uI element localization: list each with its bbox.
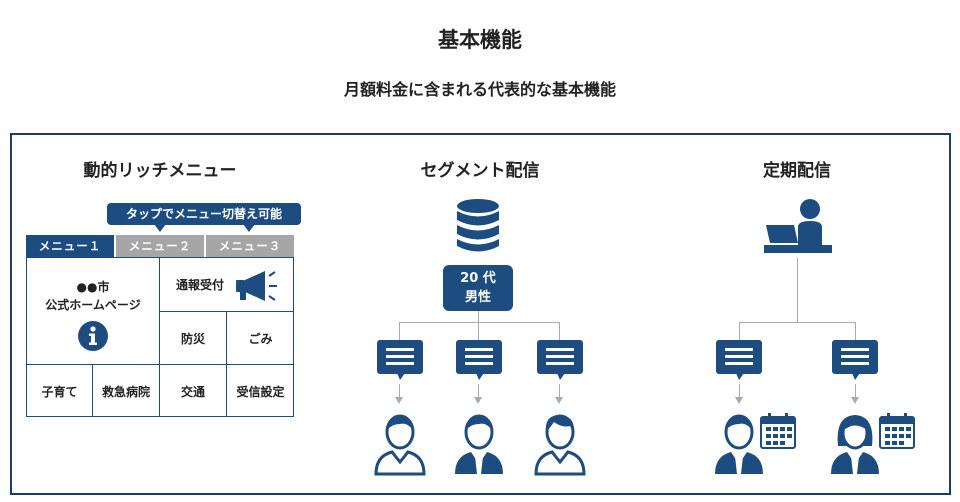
grid-divider [226,364,227,417]
arrow-down [851,397,859,404]
message-icon [832,340,878,380]
scheduled-title: 定期配信 [763,161,831,181]
connector [478,384,479,398]
segment-gender: 男性 [464,290,491,305]
settings-label[interactable]: 受信設定 [236,384,285,399]
connector [399,384,400,398]
city-name: ●●市 [76,279,110,294]
connector [478,311,479,323]
message-icon [537,340,583,380]
operator-laptop-icon [764,199,832,253]
grid-divider [26,364,294,365]
grid-divider [159,257,160,417]
emergency-hospital-label[interactable]: 救急病院 [101,384,150,399]
page-subtitle: 月額料金に含まれる代表的な基本機能 [343,80,616,99]
page-title: 基本機能 [438,28,522,52]
tooltip-pointer-1 [154,224,166,232]
connector [559,384,560,398]
message-icon [377,340,423,380]
rich-menu-grid [26,257,294,417]
person-icon [374,414,426,476]
connector [855,384,856,398]
transport-label[interactable]: 交通 [180,384,205,399]
homepage-label: 公式ホームページ [45,297,141,312]
arrow-down [474,397,482,404]
megaphone-icon [236,271,277,301]
tab-menu-2[interactable]: メニュー２ [116,235,204,257]
childcare-label[interactable]: 子育て [41,384,78,399]
person-icon [715,414,763,474]
message-icon [716,340,762,380]
calendar-icon [760,413,796,449]
grid-divider [92,364,93,417]
features-frame [10,133,951,495]
info-icon[interactable] [78,321,108,351]
connector [797,258,798,323]
tooltip-bubble: タップでメニュー切替え可能 [107,203,301,225]
tooltip-pointer-2 [243,224,255,232]
connector [739,322,740,342]
segment-title: セグメント配信 [420,161,540,181]
tab-menu-1[interactable]: メニュー１ [26,235,114,257]
arrow-down [735,397,743,404]
person-icon [831,415,879,474]
calendar-icon [879,413,915,449]
connector [399,322,400,342]
grid-divider [226,311,227,365]
connector [559,322,560,342]
person-icon [455,414,503,474]
arrow-down [395,397,403,404]
report-label[interactable]: 通報受付 [175,277,224,292]
connector [739,322,856,323]
connector [399,322,560,323]
database-icon [457,199,499,252]
person-icon [534,414,586,476]
segment-tag: 20 代 男性 [443,265,513,311]
disaster-label[interactable]: 防災 [180,331,205,346]
segment-age: 20 代 [460,271,496,286]
garbage-label[interactable]: ごみ [248,331,273,346]
connector [739,384,740,398]
tab-menu-3[interactable]: メニュー３ [206,235,294,257]
connector [855,322,856,342]
connector [478,322,479,342]
message-icon [456,340,502,380]
arrow-down [555,397,563,404]
rich-menu-title: 動的リッチメニュー [83,161,237,181]
